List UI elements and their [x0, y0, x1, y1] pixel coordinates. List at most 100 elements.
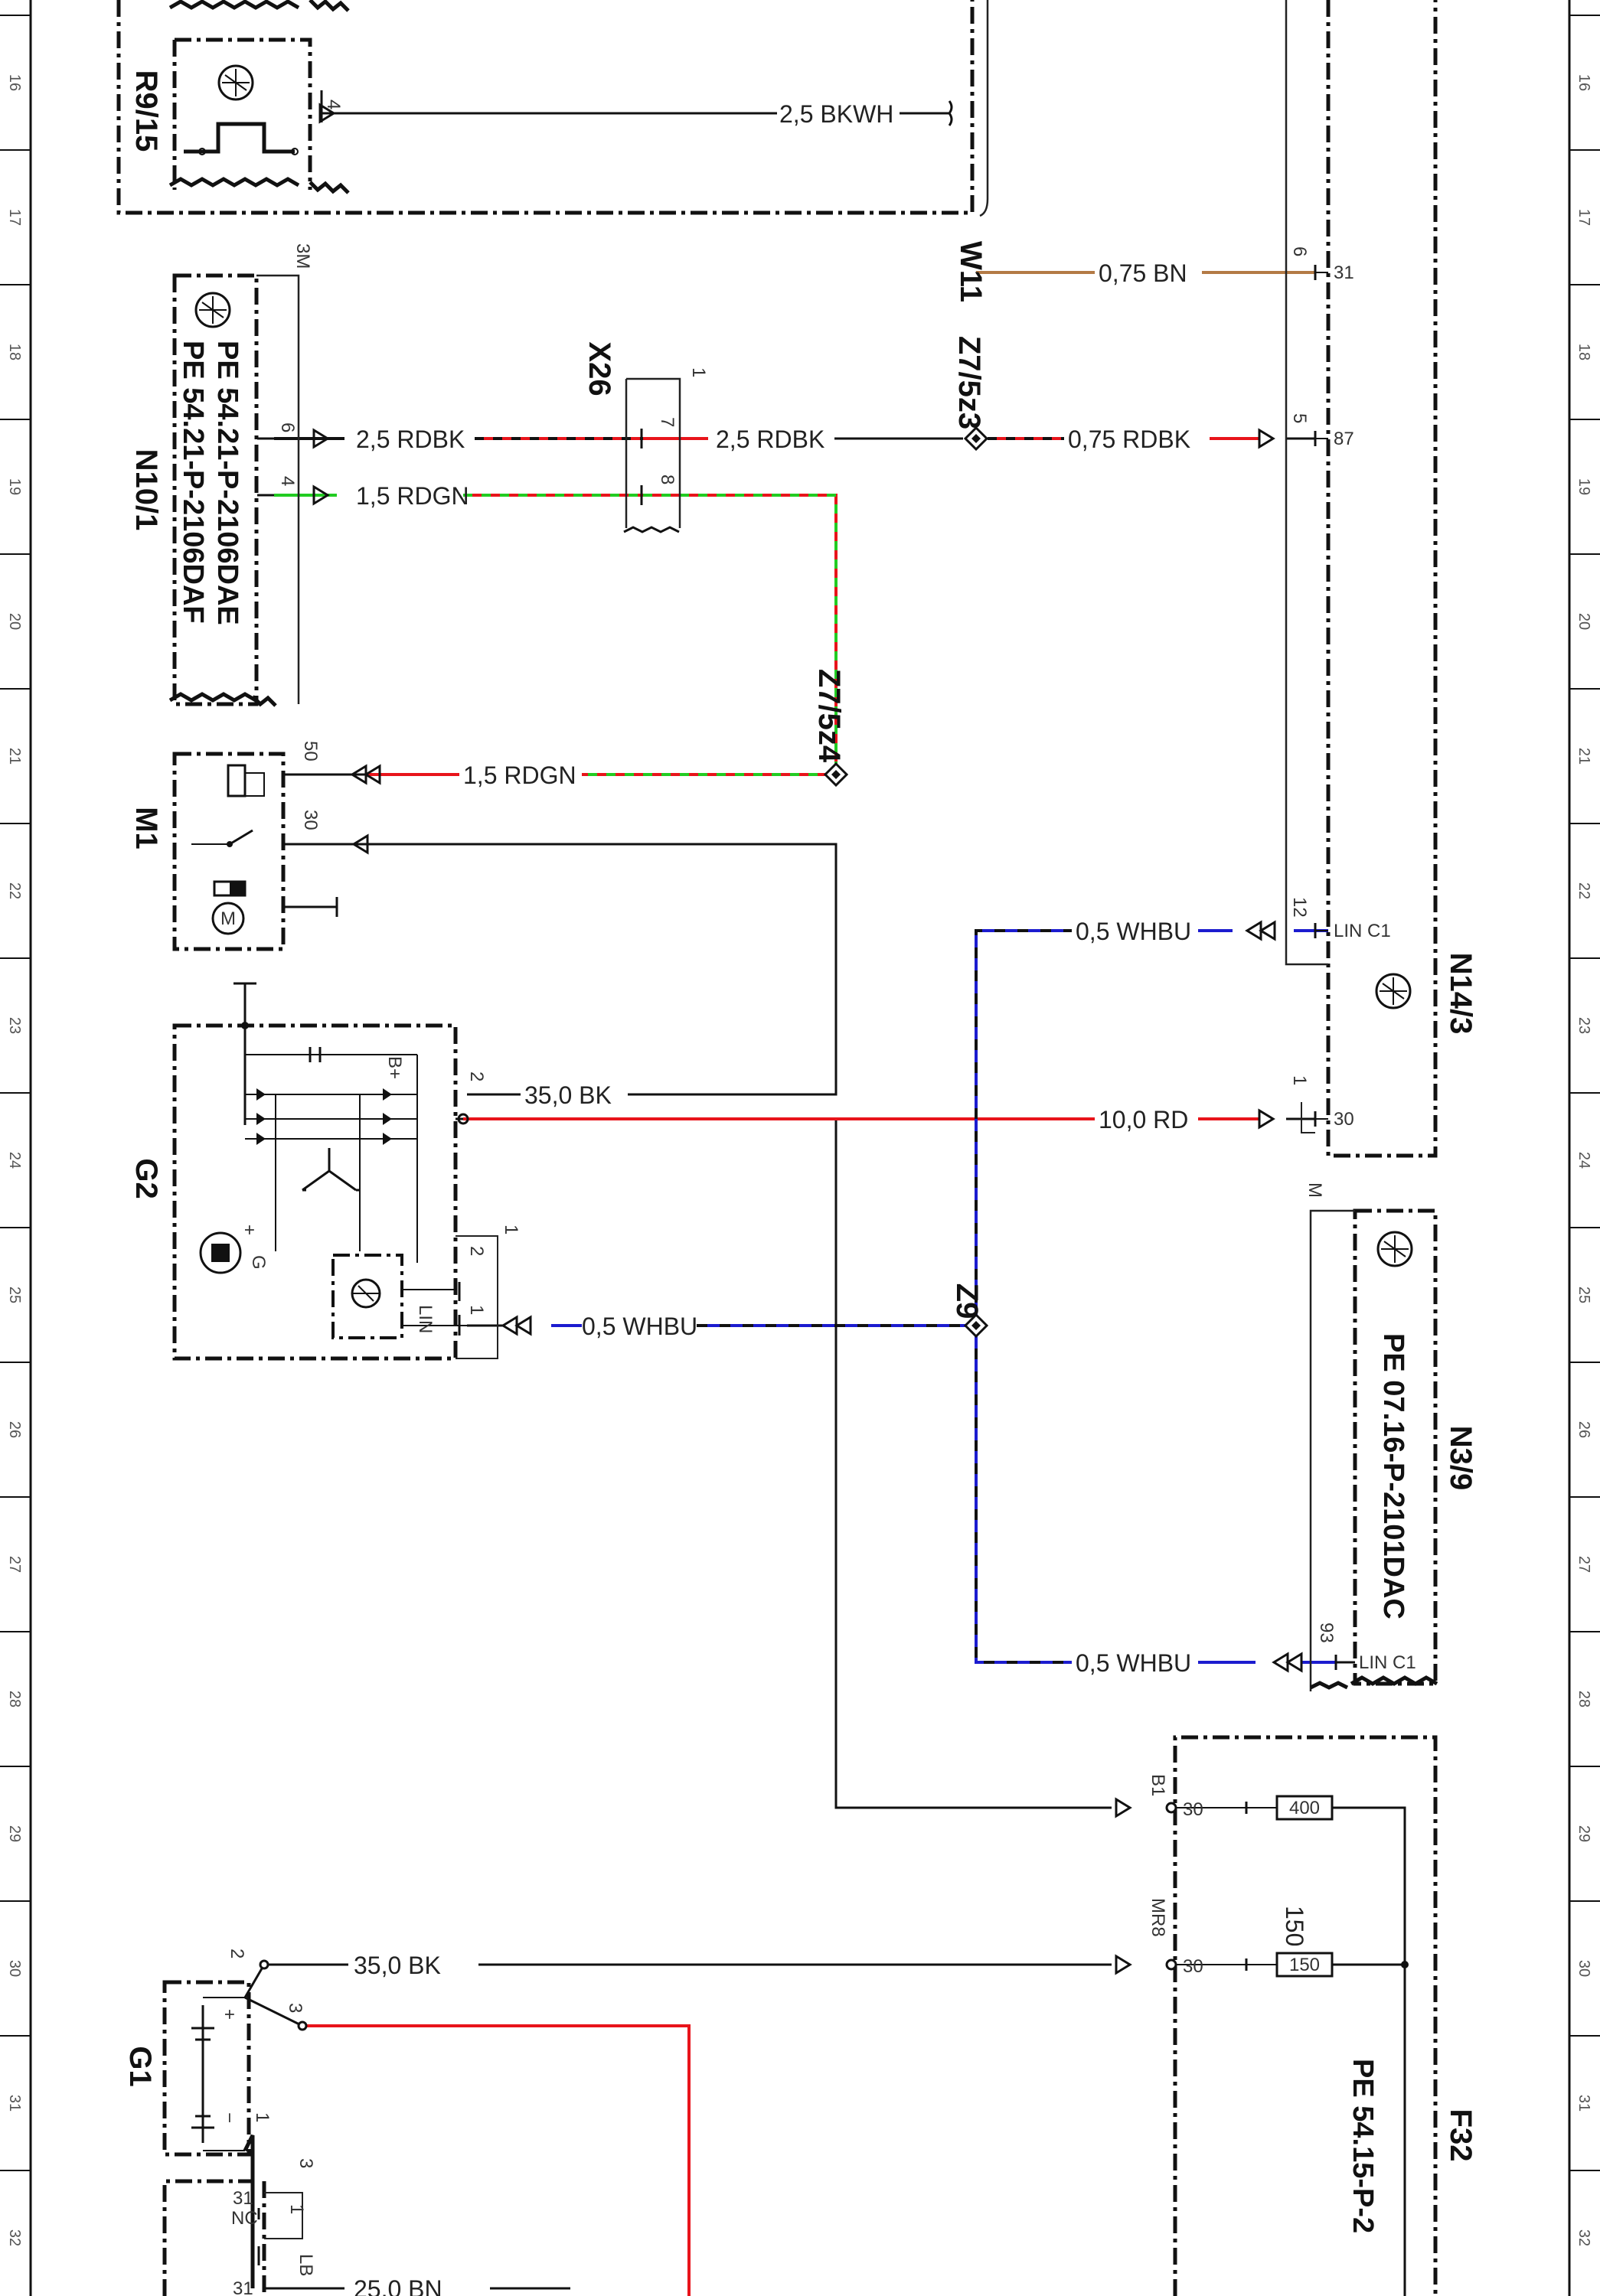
- splice-z7-5z3: [964, 426, 988, 451]
- wire-label-lin-n14: 0,5 WHBU: [1076, 918, 1191, 945]
- wire-label-n10-rdbk: 2,5 RDBK: [356, 426, 465, 453]
- pin-m1-50: 50: [300, 741, 321, 762]
- pin-f32-b1: B1: [1148, 1774, 1168, 1796]
- row-number: 17: [1576, 209, 1592, 226]
- wire-label-x26-rdbk: 2,5 RDBK: [716, 426, 824, 453]
- pin-n3-linc1: LIN C1: [1359, 1652, 1416, 1673]
- pin-n14-12: 12: [1289, 897, 1310, 918]
- row-number: 30: [1576, 1960, 1592, 1977]
- wire-label-bottom-bn: 25,0 BN: [354, 2275, 442, 2296]
- pin-x26-8: 8: [657, 475, 678, 484]
- label-g1: G1: [123, 2046, 157, 2086]
- pin-g2-2b: 2: [466, 1246, 487, 1256]
- pin-lb-1: 1: [286, 2204, 307, 2214]
- row-number: 27: [1576, 1556, 1592, 1573]
- label-n14-3: N14/3: [1444, 953, 1478, 1035]
- row-number: 22: [6, 882, 23, 899]
- row-number: 25: [6, 1287, 23, 1303]
- wire-label-g2-lin: 0,5 WHBU: [582, 1313, 697, 1340]
- pe-ref-n10-1-a: PE 54.21-P-2106DAE: [211, 341, 243, 625]
- splice-z7-5z4: [824, 762, 848, 787]
- pin-lb-31: 31: [233, 2188, 253, 2209]
- pin-lb-lb: LB: [296, 2254, 316, 2276]
- row-number: 16: [6, 74, 23, 91]
- pin-lb-nc: NC: [231, 2208, 258, 2229]
- pin-n14-31: 31: [1334, 263, 1354, 283]
- pin-g2-2: 2: [466, 1071, 487, 1081]
- pin-f32-30a: 30: [1183, 1799, 1203, 1820]
- label-g2: G2: [129, 1158, 163, 1199]
- row-number: 18: [1576, 344, 1592, 360]
- fuse-150-top: 150: [1281, 1906, 1308, 1946]
- pin-r9-4: 4: [323, 99, 344, 109]
- row-number: 28: [6, 1691, 23, 1707]
- svg-text:M: M: [220, 908, 236, 929]
- row-number: 17: [6, 209, 23, 226]
- row-number: 26: [6, 1421, 23, 1438]
- pin-lb-3: 3: [296, 2158, 316, 2168]
- pin-n14-linc1: LIN C1: [1334, 921, 1391, 941]
- wire-g1: [264, 1963, 1112, 2296]
- wire-lin-bus: [467, 929, 1336, 1664]
- pin-g1-1: 1: [252, 2112, 273, 2122]
- wire-label-m1-rdgn: 1,5 RDGN: [463, 762, 576, 789]
- wire-label-g2-rd: 10,0 RD: [1099, 1106, 1188, 1133]
- x26-connector: 1 7 8 X26: [583, 341, 709, 533]
- label-n3-9: N3/9: [1444, 1426, 1478, 1491]
- pin-n10-3m: 3M: [292, 243, 313, 269]
- row-number: 22: [1576, 882, 1592, 899]
- pin-g1-plus: +: [219, 2009, 240, 2020]
- pin-g2-1a: 1: [501, 1225, 521, 1234]
- row-number: 30: [6, 1960, 23, 1977]
- label-m1: M1: [129, 807, 163, 850]
- wire-rdgn: [274, 494, 838, 776]
- pin-g1-minus: −: [219, 2112, 240, 2123]
- row-number: 29: [6, 1825, 23, 1842]
- wire-label-g2-bk: 35,0 BK: [524, 1081, 612, 1109]
- pin-lb-31b: 31: [233, 2278, 253, 2296]
- fuse-400: 400: [1289, 1798, 1320, 1818]
- n10-1-component: 3M 6 4 PE 54.21-P-2106DAE PE 54.21-P-210…: [129, 243, 313, 707]
- wire-label-z7-rdbk: 0,75 RDBK: [1068, 426, 1190, 453]
- row-number: 20: [1576, 613, 1592, 630]
- row-number: 27: [6, 1556, 23, 1573]
- label-n10-1: N10/1: [129, 449, 163, 531]
- pin-g2-lin: LIN: [415, 1305, 436, 1333]
- row-number: 20: [6, 613, 23, 630]
- row-number: 29: [1576, 1825, 1592, 1842]
- wire-r9-bkwh: [322, 100, 953, 126]
- label-z7-5z3: Z7/5z3: [952, 336, 986, 429]
- pin-g1-2: 2: [227, 1949, 247, 1958]
- pin-g2-bplus: B+: [384, 1056, 405, 1079]
- label-w11: W11: [954, 241, 988, 302]
- pin-g1-3: 3: [285, 2003, 305, 2013]
- wire-label-w11-bn: 0,75 BN: [1099, 259, 1187, 287]
- g1-component: 2 3 1 + − G1: [123, 1949, 308, 2288]
- pin-n14-5: 5: [1289, 413, 1310, 423]
- pin-g2-1: 1: [466, 1305, 487, 1315]
- row-number: 25: [1576, 1287, 1592, 1303]
- row-number: 28: [1576, 1691, 1592, 1707]
- row-number: 31: [6, 2095, 23, 2112]
- n14-3-component: 6 31 5 87 12 LIN C1 1 30 N14/3: [1285, 0, 1478, 1158]
- pin-x26-1: 1: [688, 367, 709, 377]
- pin-n3-m: M: [1304, 1182, 1325, 1198]
- label-z9: Z9: [950, 1283, 984, 1319]
- r9-15-component: R9/15 4: [116, 0, 989, 217]
- label-x26: X26: [583, 341, 616, 396]
- label-r9-15: R9/15: [129, 70, 163, 152]
- wire-label-lin-n3: 0,5 WHBU: [1076, 1649, 1191, 1677]
- row-number: 23: [1576, 1017, 1592, 1034]
- wire-labels: 2,5 BKWH 0,75 BN 2,5 RDBK 2,5 RDBK 0,75 …: [354, 100, 1191, 2296]
- n3-9-component: M 93 LIN C1 PE 07.16-P-2101DAC N3/9: [1304, 1182, 1478, 1691]
- pin-n10-6: 6: [277, 422, 298, 432]
- row-number: 32: [6, 2229, 23, 2246]
- pe-ref-f32: PE 54.15-P-2: [1347, 2059, 1379, 2233]
- row-number: 24: [6, 1152, 23, 1169]
- pin-g2-g: G: [248, 1255, 269, 1270]
- pin-m1-30: 30: [300, 810, 321, 830]
- pin-n3-93: 93: [1316, 1623, 1337, 1643]
- m1-component: M 50 30 M1: [129, 741, 367, 951]
